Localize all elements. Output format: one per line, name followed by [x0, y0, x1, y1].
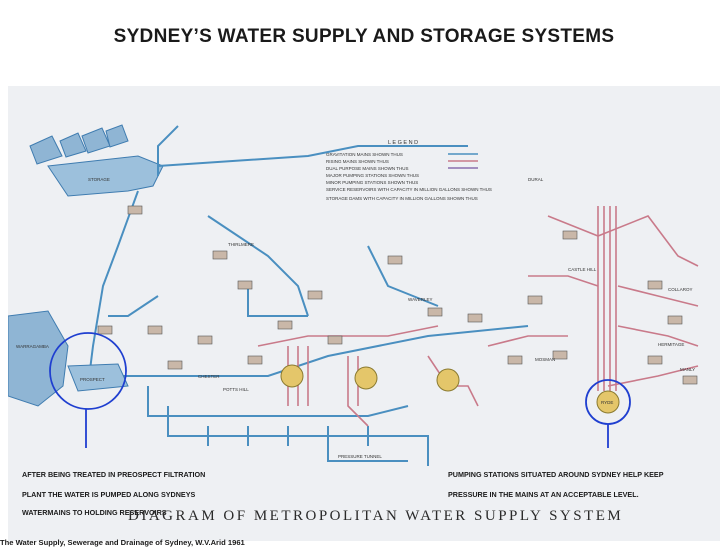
legend-item-3: MAJOR PUMPING STATIONS SHOWN THUS [326, 173, 419, 178]
storage-label: STORAGE [88, 177, 110, 182]
pressure-tunnel-label: PRESSURE TUNNEL [338, 454, 382, 459]
pumping-stations [280, 364, 620, 414]
note-left-line-3: WATERMAINS TO HOLDING RESERVOIRS [20, 507, 169, 518]
hermitage-label: HERMITAGE [658, 342, 684, 347]
legend-item-5: SERVICE RESERVOIRS WITH CAPACITY IN MILL… [326, 187, 492, 192]
note-left-line-1: AFTER BEING TREATED IN PREOSPECT FILTRAT… [20, 469, 208, 480]
diagram-caption: DIAGRAM OF METROPOLITAN WATER SUPPLY SYS… [128, 508, 624, 524]
diagram-svg: STORAGE [8, 124, 699, 466]
legend-heading: L E G E N D [388, 140, 418, 146]
waverley-label: WAVERLEY [408, 297, 433, 302]
manly-label: MANLY [680, 367, 695, 372]
note-right-line-1: PUMPING STATIONS SITUATED AROUND SYDNEY … [446, 469, 666, 480]
rising-mains [257, 206, 699, 427]
legend-item-4: MINOR PUMPING STATIONS SHOWN THUS [326, 180, 418, 185]
place-labels: THIRLMERE WAVERLEY CHESTER POTTS HILL MO… [198, 177, 695, 459]
slide-title: SYDNEY’S WATER SUPPLY AND STORAGE SYSTEM… [113, 26, 615, 47]
mosman-label: MOSMAN [535, 357, 555, 362]
collaroy-label: COLLAROY [668, 287, 693, 292]
dural-label: DURAL [528, 177, 544, 182]
storage-dams [29, 124, 129, 165]
potts-hill-label: POTTS HILL [223, 387, 249, 392]
legend-item-1: RISING MAINS SHOWN THUS [326, 159, 389, 164]
prospect-label: PROSPECT [80, 377, 105, 382]
warragamba-label: WARRAGAMBA [16, 344, 49, 349]
source-citation: The Water Supply, Sewerage and Drainage … [0, 538, 245, 547]
chester-label: CHESTER [198, 374, 220, 379]
castle-hill-label: CASTLE HILL [568, 267, 597, 272]
legend-item-0: GRAVITATION MAINS SHOWN THUS [326, 152, 403, 157]
callout-markers [49, 332, 631, 448]
note-right-line-2: PRESSURE IN THE MAINS AT AN ACCEPTABLE L… [446, 489, 641, 500]
water-supply-diagram: STORAGE [8, 86, 720, 541]
legend-item-2: DUAL PURPOSE MAINS SHOWN THUS [326, 166, 409, 171]
note-left-line-2: PLANT THE WATER IS PUMPED ALONG SYDNEYS [20, 489, 198, 500]
ryde-label: RYDE [601, 400, 613, 405]
legend-item-6: STORAGE DAMS WITH CAPACITY IN MILLION GA… [326, 196, 478, 201]
legend: L E G E N D GRAVITATION MAINS SHOWN THUS… [326, 140, 492, 201]
service-reservoirs [97, 205, 698, 385]
thirlmere-label: THIRLMERE [228, 242, 254, 247]
prospect-callout-circle [49, 332, 127, 410]
